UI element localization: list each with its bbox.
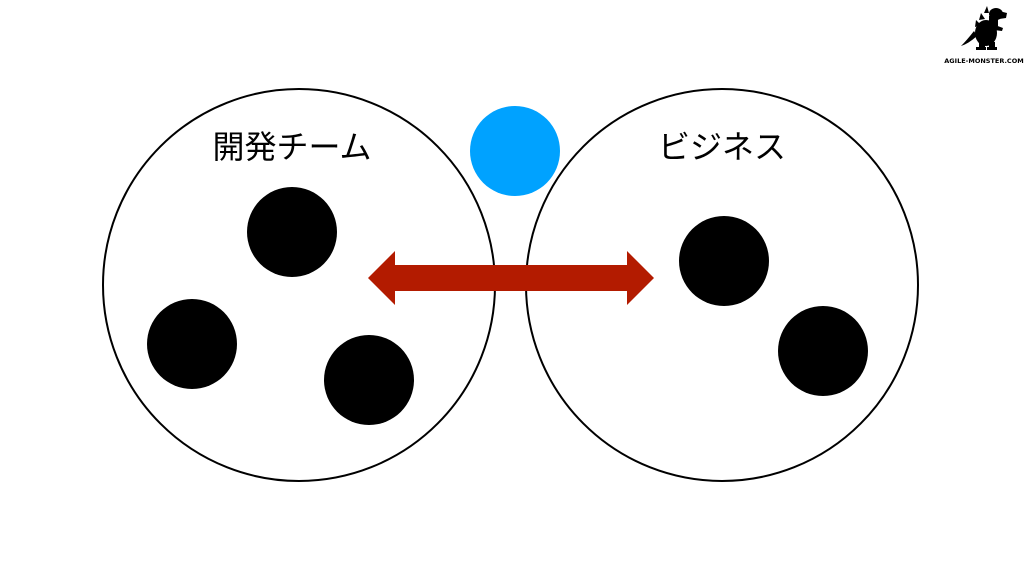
dev-team-label: 開発チーム	[212, 128, 371, 166]
dev-team-group: 開発チーム	[102, 88, 496, 482]
facilitator-circle	[470, 106, 560, 196]
brand-logo: AGILE-MONSTER.COM	[944, 6, 1024, 65]
business-member	[679, 216, 769, 306]
double-headed-arrow	[368, 251, 654, 305]
dev-team-member	[247, 187, 337, 277]
business-member	[778, 306, 868, 396]
business-group: ビジネス	[525, 88, 919, 482]
dev-team-member	[324, 335, 414, 425]
dev-team-member	[147, 299, 237, 389]
business-label: ビジネス	[658, 128, 786, 166]
brand-text: AGILE-MONSTER.COM	[944, 57, 1023, 65]
monster-icon	[961, 6, 1007, 50]
